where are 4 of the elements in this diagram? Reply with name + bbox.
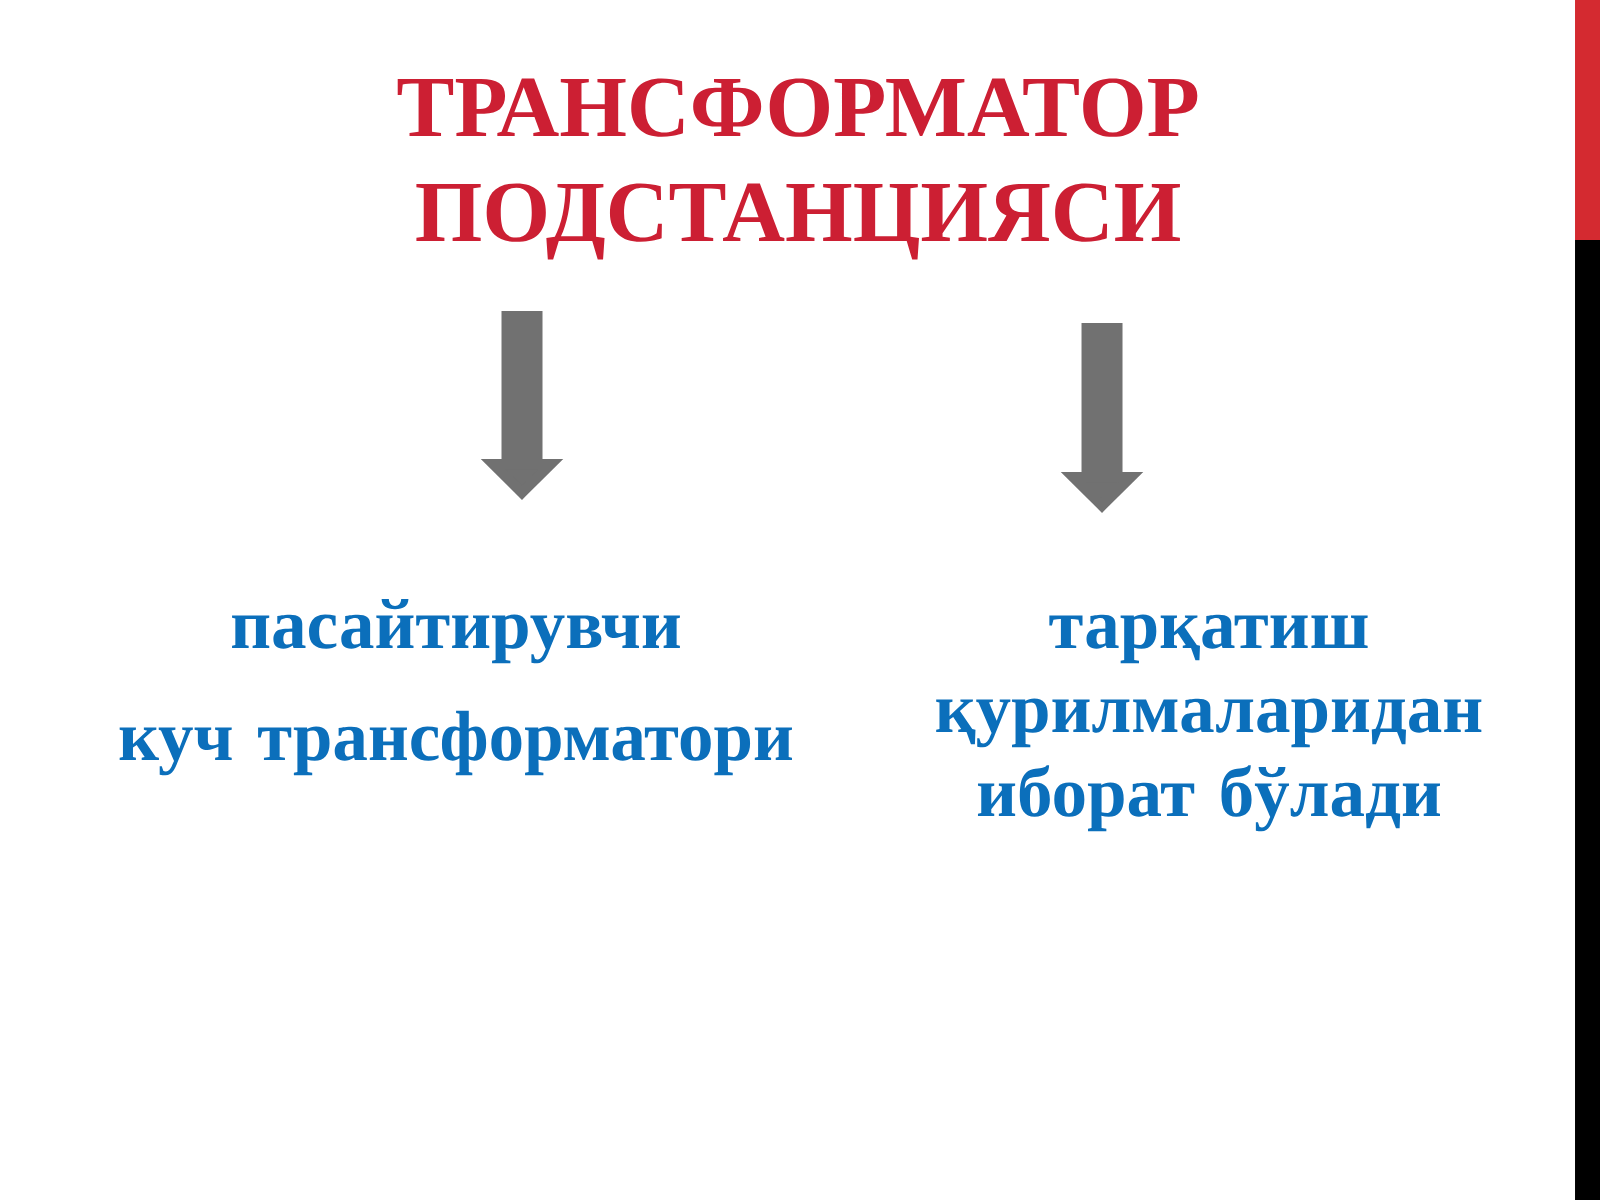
node-text: тарқатиш қурилмаларидан иборат бўлади (936, 614, 1482, 832)
node-text: куч трансформатори (119, 710, 792, 776)
heading: ТРАНСФОРМАТОР ПОДСТАНЦИЯСИ (397, 78, 1198, 260)
node-text: пасайтирувчи (232, 599, 680, 664)
